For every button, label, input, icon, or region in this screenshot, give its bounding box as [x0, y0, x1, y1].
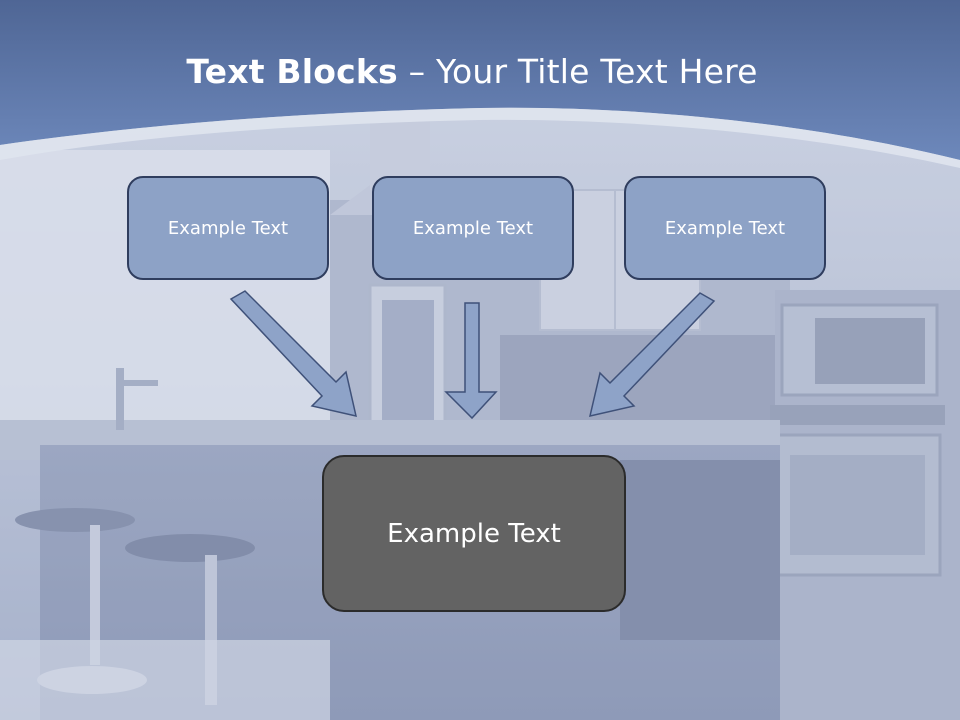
text-box-1[interactable]: Example Text — [127, 176, 329, 280]
main-text-box[interactable]: Example Text — [322, 455, 626, 612]
title-bold-part: Text Blocks — [186, 52, 398, 91]
text-box-3[interactable]: Example Text — [624, 176, 826, 280]
arrow-left — [229, 290, 357, 417]
arrow-right — [588, 292, 716, 417]
title-rest: Your Title Text Here — [436, 52, 758, 91]
main-text-box-label: Example Text — [387, 518, 561, 549]
title-dash: – — [408, 52, 426, 91]
arrow-center — [444, 302, 498, 420]
slide-title: Text Blocks – Your Title Text Here — [0, 52, 944, 91]
text-box-1-label: Example Text — [167, 217, 289, 239]
text-box-2[interactable]: Example Text — [372, 176, 574, 280]
text-box-3-label: Example Text — [664, 217, 786, 239]
text-box-2-label: Example Text — [412, 217, 534, 239]
